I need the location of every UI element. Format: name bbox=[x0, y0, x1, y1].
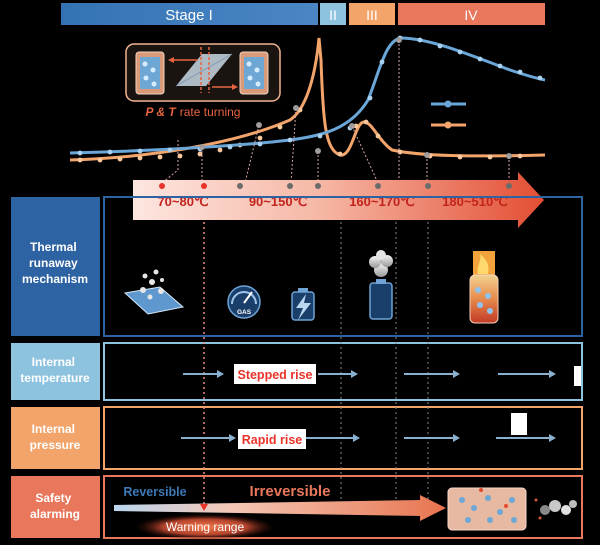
temperature-progress-arrows bbox=[183, 370, 556, 378]
pressure-level-bar bbox=[511, 413, 527, 435]
electrolyte-decomposition-icon bbox=[123, 269, 185, 315]
row-label-box-temperature bbox=[11, 343, 100, 400]
temperature-change-label: Stepped rise bbox=[237, 368, 312, 382]
alarm-frame bbox=[103, 475, 583, 539]
pressure-change-badge bbox=[238, 429, 306, 449]
stage-separators bbox=[340, 222, 429, 505]
stage-4-bar bbox=[398, 3, 545, 25]
stage-1-label: Stage I bbox=[165, 7, 213, 24]
row-label-box-mechanism bbox=[11, 197, 100, 336]
first-drop-line bbox=[161, 140, 179, 184]
venting-smoke-icon bbox=[534, 498, 577, 520]
row-label-mechanism: Thermal runaway mechanism bbox=[22, 240, 88, 286]
temperature-timeline-arrow bbox=[133, 172, 544, 228]
stage-2-label: II bbox=[329, 7, 337, 23]
stage-1-bar bbox=[61, 3, 318, 25]
irreversible-label: Irreversible bbox=[250, 483, 331, 500]
temperature-frame bbox=[103, 342, 583, 401]
venting-battery-icon bbox=[369, 250, 393, 320]
stage-2-bar bbox=[320, 3, 346, 25]
pressure-change-label: Rapid rise bbox=[242, 433, 302, 447]
row-label-temperature: Internal temperature bbox=[20, 355, 90, 385]
pressure-frame bbox=[103, 406, 583, 470]
temperature-change-badge bbox=[234, 364, 316, 384]
reversible-label: Reversible bbox=[123, 485, 186, 499]
warning-marker bbox=[200, 504, 208, 511]
gas-icon-label: GAS bbox=[237, 309, 252, 316]
warning-range-glow bbox=[135, 514, 275, 540]
damaged-cell-illustration bbox=[447, 487, 527, 531]
row-label-box-pressure bbox=[11, 407, 100, 469]
row-label-pressure: Internal pressure bbox=[30, 422, 81, 452]
cell-inset-illustration bbox=[125, 43, 281, 102]
timeline-dots bbox=[159, 183, 512, 189]
alarm-progress-arrow bbox=[114, 495, 446, 521]
gas-gauge-icon: GAS bbox=[227, 285, 261, 319]
warning-range-label: Warning range bbox=[166, 520, 245, 534]
temperature-curve bbox=[69, 36, 546, 155]
row-label-alarm: Safety alarming bbox=[30, 491, 80, 521]
pressure-curve bbox=[69, 37, 546, 162]
row-label-box-alarm bbox=[11, 476, 100, 538]
stage-4-label: IV bbox=[464, 7, 478, 23]
pressure-progress-arrows bbox=[181, 434, 556, 442]
short-circuit-battery-icon bbox=[291, 288, 315, 321]
mechanism-frame bbox=[103, 196, 583, 337]
curve-legend bbox=[431, 100, 466, 129]
temperature-curve-points bbox=[77, 35, 543, 156]
stage-3-label: III bbox=[366, 7, 378, 23]
burning-battery-icon bbox=[469, 251, 499, 324]
temperature-level-bar bbox=[574, 366, 581, 386]
stage-3-bar bbox=[349, 3, 395, 25]
